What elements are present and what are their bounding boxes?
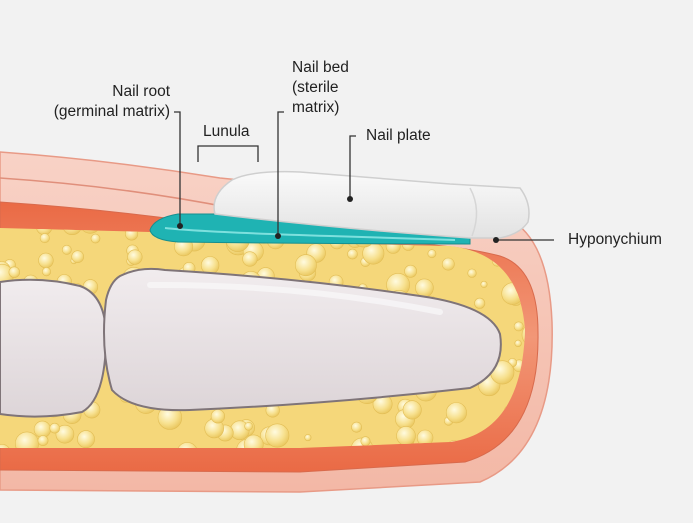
fat-globule	[38, 252, 54, 269]
fat-globule	[402, 400, 422, 420]
nail-plate-shape	[213, 170, 530, 239]
fat-globule	[480, 280, 488, 288]
fat-globule	[244, 421, 253, 431]
fat-globule	[304, 434, 312, 442]
dot-nail-plate	[347, 196, 353, 202]
leader-lines	[174, 111, 554, 241]
label-nail-bed-line3: matrix)	[292, 99, 340, 116]
fat-globule	[39, 233, 50, 244]
fat-globule	[347, 248, 358, 260]
fat-globule	[37, 435, 49, 446]
bone-highlight	[147, 281, 443, 315]
leader-lunula	[197, 145, 259, 162]
fat-globule	[265, 423, 290, 448]
leader-nail-bed	[277, 111, 284, 236]
label-nail-bed-line2: (sterile	[292, 79, 339, 96]
fat-globule	[351, 421, 362, 433]
fat-globule	[49, 422, 61, 434]
skin-fold-line	[0, 177, 233, 209]
label-nail-bed: Nail bed (sterile matrix)	[292, 58, 349, 118]
fat-globule	[71, 250, 84, 264]
fat-globule	[415, 278, 434, 298]
middle-phalanx-bone	[0, 278, 108, 418]
fat-globule	[90, 233, 101, 244]
fat-globule	[0, 443, 11, 448]
leader-nail-root	[174, 111, 181, 226]
fat-globule	[445, 402, 467, 424]
label-nail-root-line1: Nail root	[112, 83, 170, 100]
fat-globule	[294, 254, 317, 277]
label-nail-root: Nail root (germinal matrix)	[20, 82, 170, 122]
leader-nail-plate	[349, 135, 356, 198]
fat-globule	[61, 244, 72, 255]
fat-globule	[427, 249, 437, 259]
fat-globule	[396, 426, 416, 446]
fat-globule	[55, 424, 75, 444]
fat-globule	[41, 267, 51, 277]
leader-dots	[177, 196, 499, 243]
fat-globule	[474, 297, 486, 309]
fat-globule	[33, 420, 52, 439]
fat-globule	[404, 264, 417, 278]
label-hyponychium: Hyponychium	[568, 231, 662, 248]
fat-globule	[127, 249, 143, 265]
label-lunula: Lunula	[203, 123, 250, 140]
fat-globule	[210, 409, 225, 424]
nail-bed-tissue	[149, 213, 471, 245]
fat-globule	[513, 321, 524, 332]
fat-globule	[441, 257, 455, 271]
label-nail-bed-line1: Nail bed	[292, 59, 349, 76]
fat-globule	[242, 251, 258, 267]
dot-hyponychium	[493, 237, 499, 243]
label-nail-root-line2: (germinal matrix)	[53, 103, 170, 120]
dot-nail-bed	[275, 233, 281, 239]
label-nail-plate: Nail plate	[366, 127, 431, 144]
fat-globule	[467, 268, 477, 278]
nail-bed-highlight	[164, 227, 456, 241]
fat-globule	[360, 436, 371, 447]
dot-nail-root	[177, 223, 183, 229]
fat-globule	[77, 430, 95, 448]
fat-globule	[514, 339, 522, 348]
fat-globule	[536, 222, 542, 228]
fat-globule	[8, 266, 20, 278]
fat-globule	[79, 228, 102, 234]
fat-globule	[176, 442, 198, 448]
nail-plate-free-edge-line	[469, 187, 478, 237]
fat-globule	[521, 322, 525, 347]
fat-globule	[243, 434, 264, 448]
